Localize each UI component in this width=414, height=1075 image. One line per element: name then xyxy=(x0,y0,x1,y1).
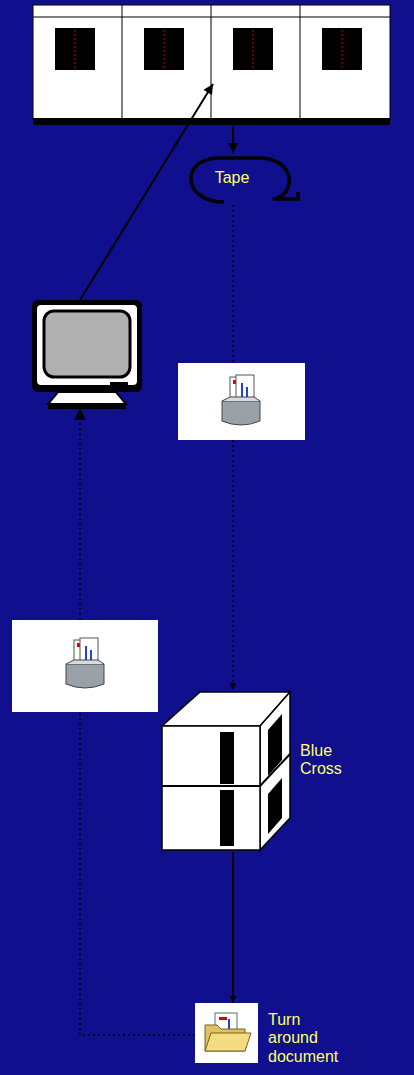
output-arrow xyxy=(232,126,234,153)
document-folder: Turn around document xyxy=(195,1003,258,1063)
input-arrow xyxy=(80,84,213,300)
node-shape xyxy=(195,1003,258,1063)
tape-outline xyxy=(191,158,298,202)
return-arrowhead xyxy=(74,408,86,420)
node-label: Tape xyxy=(215,169,250,187)
connector xyxy=(232,852,234,1003)
monitor-terminal xyxy=(32,300,142,409)
node-shape xyxy=(160,690,292,852)
server-computer: Blue Cross xyxy=(160,690,292,852)
node-label: Turn around document xyxy=(268,1011,342,1066)
server-outline xyxy=(162,692,290,850)
connector xyxy=(232,205,234,690)
folder-icon xyxy=(195,1003,258,1063)
node-label: Blue Cross xyxy=(300,742,352,779)
document-tray-icon xyxy=(12,620,158,712)
mainframe-computer xyxy=(33,5,390,125)
document-tray-icon xyxy=(178,363,305,440)
tape-storage: Tape xyxy=(178,155,300,205)
